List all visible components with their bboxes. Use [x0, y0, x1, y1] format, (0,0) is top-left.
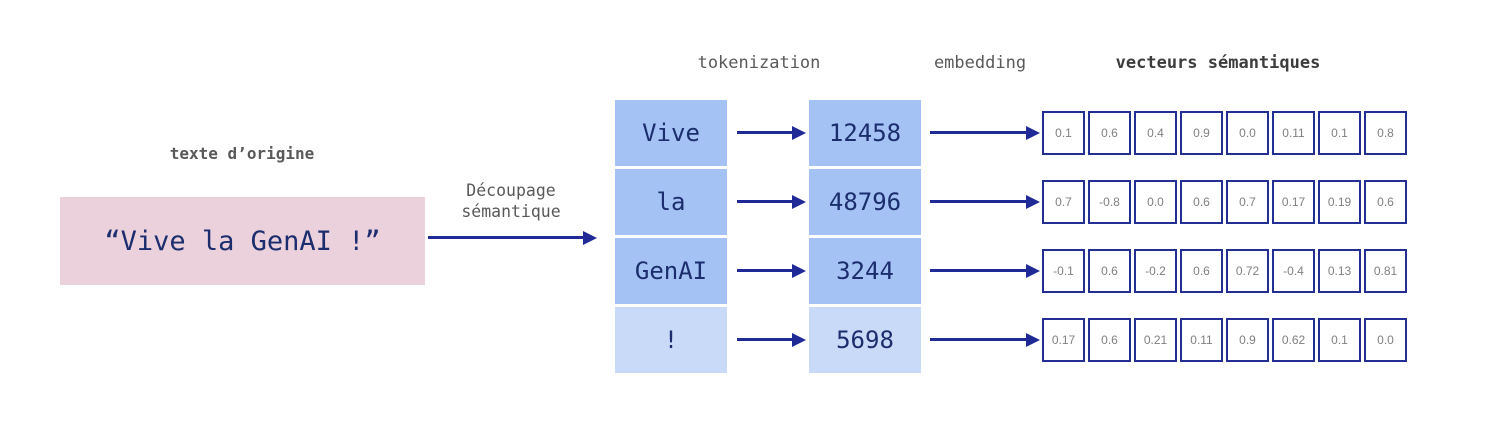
source-text-box: “Vive la GenAI !” [60, 197, 425, 285]
vector-cell: -0.1 [1042, 249, 1085, 293]
vector-cell: 0.6 [1180, 180, 1223, 224]
token-id-label: 48796 [828, 188, 902, 216]
vector-cell: 0.6 [1180, 249, 1223, 293]
token-id-box: 12458 [809, 100, 921, 166]
vector-cell: 0.6 [1088, 249, 1131, 293]
vector-cell: -0.4 [1272, 249, 1315, 293]
token-label: la [656, 188, 686, 216]
token-id-box: 5698 [809, 307, 921, 373]
tokenization-header: tokenization [697, 53, 821, 73]
id-to-vector-arrow-icon [930, 131, 1026, 134]
token-box: GenAI [615, 238, 727, 304]
vector-cell: 0.6 [1088, 318, 1131, 362]
vector-cell: 0.7 [1226, 180, 1269, 224]
vector-cell: 0.21 [1134, 318, 1177, 362]
vector-cell: 0.9 [1180, 111, 1223, 155]
source-text: “Vive la GenAI !” [104, 225, 381, 257]
vector-cell: 0.11 [1272, 111, 1315, 155]
vector-row: 0.1 0.6 0.4 0.9 0.0 0.11 0.1 0.8 [1042, 111, 1407, 155]
vector-cell: 0.62 [1272, 318, 1315, 362]
source-text-label: texte d’origine [169, 144, 315, 163]
token-id-label: 3244 [836, 257, 894, 285]
vector-cell: 0.81 [1364, 249, 1407, 293]
vector-cell: 0.0 [1364, 318, 1407, 362]
vector-cell: 0.13 [1318, 249, 1361, 293]
vector-cell: 0.0 [1226, 111, 1269, 155]
token-box: Vive [615, 100, 727, 166]
token-to-id-arrow-icon [737, 131, 792, 134]
id-to-vector-arrow-icon [930, 200, 1026, 203]
vector-row: 0.17 0.6 0.21 0.11 0.9 0.62 0.1 0.0 [1042, 318, 1407, 362]
semantic-vectors-header: vecteurs sémantiques [1115, 53, 1321, 73]
token-label: GenAI [634, 257, 708, 285]
token-to-id-arrow-icon [737, 200, 792, 203]
vector-cell: 0.1 [1318, 111, 1361, 155]
vector-cell: 0.17 [1272, 180, 1315, 224]
id-to-vector-arrow-icon [930, 269, 1026, 272]
vector-cell: 0.9 [1226, 318, 1269, 362]
vector-cell: 0.0 [1134, 180, 1177, 224]
token-label: ! [663, 326, 679, 354]
vector-cell: 0.19 [1318, 180, 1361, 224]
vector-cell: 0.6 [1364, 180, 1407, 224]
token-id-label: 12458 [828, 119, 902, 147]
vector-cell: 0.17 [1042, 318, 1085, 362]
vector-cell: 0.7 [1042, 180, 1085, 224]
vector-cell: 0.1 [1042, 111, 1085, 155]
vector-cell: 0.11 [1180, 318, 1223, 362]
token-label: Vive [642, 119, 700, 147]
decoupage-label-line2: sémantique [461, 202, 561, 221]
id-to-vector-arrow-icon [930, 338, 1026, 341]
token-box: la [615, 169, 727, 235]
decoupage-label-line1: Découpage [466, 181, 556, 200]
decoupage-label: Découpage sémantique [461, 180, 560, 222]
vector-cell: 0.8 [1364, 111, 1407, 155]
token-box: ! [615, 307, 727, 373]
token-id-label: 5698 [836, 326, 894, 354]
token-id-box: 48796 [809, 169, 921, 235]
main-flow-arrow-icon [428, 236, 583, 239]
vector-cell: 0.1 [1318, 318, 1361, 362]
token-to-id-arrow-icon [737, 338, 792, 341]
token-to-id-arrow-icon [737, 269, 792, 272]
vector-cell: -0.2 [1134, 249, 1177, 293]
vector-cell: -0.8 [1088, 180, 1131, 224]
embedding-header: embedding [933, 53, 1027, 73]
token-id-box: 3244 [809, 238, 921, 304]
vector-cell: 0.72 [1226, 249, 1269, 293]
vector-row: 0.7 -0.8 0.0 0.6 0.7 0.17 0.19 0.6 [1042, 180, 1407, 224]
vector-cell: 0.6 [1088, 111, 1131, 155]
vector-row: -0.1 0.6 -0.2 0.6 0.72 -0.4 0.13 0.81 [1042, 249, 1407, 293]
vector-cell: 0.4 [1134, 111, 1177, 155]
